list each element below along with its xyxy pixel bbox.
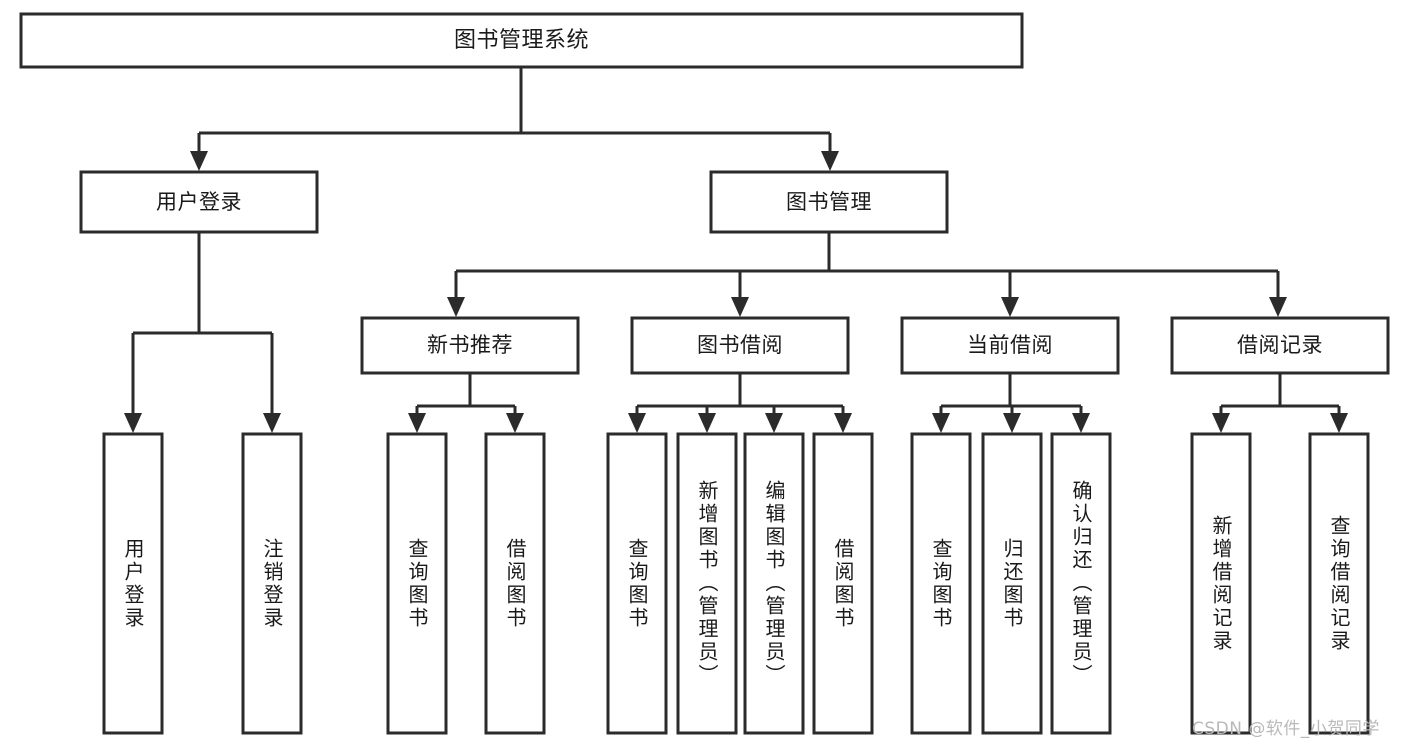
box-layer [19,12,1390,735]
leaf-box-leaf-query-borrow-record[interactable] [1308,432,1370,735]
node-box-book-borrow[interactable] [630,316,850,375]
connector-conn-root-to-level1 [197,67,832,153]
arrow-head-icon [1072,413,1090,433]
node-box-book-management[interactable] [709,170,949,234]
leaf-box-leaf-borrow-book-recommend[interactable] [484,432,546,735]
leaf-box-leaf-query-book-current[interactable] [910,432,972,735]
connector-conn-record-to-leaves [1219,373,1341,415]
arrow-head-icon [506,413,524,433]
leaf-box-leaf-edit-book[interactable] [743,432,805,735]
leaf-box-leaf-query-book-recommend[interactable] [386,432,448,735]
arrow-head-icon [628,413,646,433]
arrow-head-icon [1212,413,1230,433]
node-box-root[interactable] [19,12,1024,69]
leaf-box-leaf-add-borrow-record[interactable] [1190,432,1252,735]
arrow-head-icon [821,151,839,171]
arrow-head-icon [1001,297,1019,317]
leaf-box-leaf-query-book-borrow[interactable] [606,432,668,735]
node-box-borrow-record[interactable] [1170,316,1390,375]
arrow-head-icon [263,413,281,433]
leaf-box-leaf-logout[interactable] [241,432,303,735]
leaf-box-leaf-user-login[interactable] [102,432,164,735]
node-box-current-borrow[interactable] [900,316,1120,375]
leaf-box-leaf-add-book[interactable] [676,432,738,735]
connector-conn-userlogin-to-leaves [131,232,274,415]
arrow-head-icon [124,413,142,433]
node-box-user-login[interactable] [79,170,319,234]
leaf-box-leaf-confirm-return[interactable] [1050,432,1112,735]
arrow-head-icon [932,413,950,433]
arrow-head-icon [731,297,749,317]
connector-conn-borrow-to-leaves [635,373,845,415]
arrow-head-icon [447,297,465,317]
node-box-new-book-recommend[interactable] [360,316,580,375]
arrow-head-icon [698,413,716,433]
arrow-head-icon [1330,413,1348,433]
connector-conn-bookmgmt-to-level2 [454,232,1280,299]
connector-conn-recommend-to-leaves [415,373,517,415]
arrow-head-icon [1003,413,1021,433]
connector-layer [124,67,1348,433]
arrow-head-icon [190,151,208,171]
arrow-head-icon [834,413,852,433]
arrow-head-icon [1269,297,1287,317]
leaf-box-leaf-borrow-book[interactable] [812,432,874,735]
leaf-box-leaf-return-book[interactable] [981,432,1043,735]
arrow-head-icon [408,413,426,433]
arrow-head-icon [765,413,783,433]
connector-conn-current-to-leaves [939,373,1083,415]
